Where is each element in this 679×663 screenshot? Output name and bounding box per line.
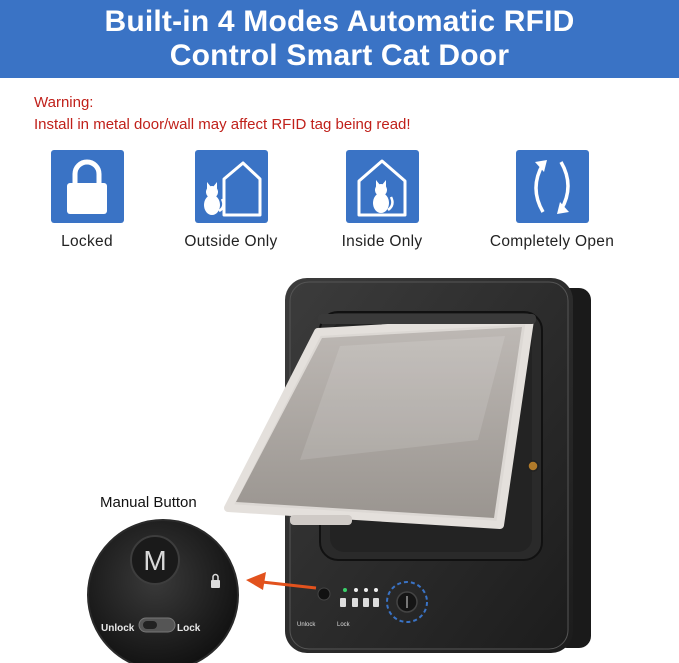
mode-outside-only: Outside Only	[156, 150, 306, 251]
lock-small-icon	[211, 573, 220, 588]
mode-inside-only: Inside Only	[307, 150, 457, 251]
cat-door-product-image: Unlock Lock M Unlock Lock	[87, 278, 591, 663]
device-unlock-label: Unlock	[297, 622, 316, 628]
door-flap	[224, 316, 534, 529]
cat-outside-house-icon	[194, 150, 268, 223]
warning-title: Warning:	[34, 94, 94, 111]
header-title-line-1: Built-in 4 Modes Automatic RFID	[104, 5, 575, 38]
mode-locked: Locked	[12, 150, 162, 251]
lock-icon	[50, 150, 124, 223]
mode-label: Completely Open	[489, 233, 615, 250]
modes-row: Locked Outside Only	[0, 150, 679, 260]
mode-label: Outside Only	[184, 233, 278, 250]
callout-arrow	[246, 572, 317, 590]
callout-unlock-label: Unlock	[101, 623, 135, 634]
callout-lock-label: Lock	[177, 623, 201, 634]
warning-text: Install in metal door/wall may affect RF…	[34, 116, 411, 133]
mode-label: Inside Only	[341, 233, 423, 250]
door-control-panel: Unlock Lock	[297, 581, 428, 628]
manual-button-letter: M	[143, 545, 166, 576]
two-way-arrows-icon	[515, 150, 589, 223]
device-lock-label: Lock	[337, 622, 351, 628]
header-banner: Built-in 4 Modes Automatic RFID Control …	[0, 0, 679, 78]
warning-block: Warning: Install in metal door/wall may …	[34, 92, 411, 136]
mode-label: Locked	[61, 233, 113, 250]
manual-button-label: Manual Button	[100, 494, 197, 511]
cat-inside-house-icon	[345, 150, 419, 223]
header-title-line-2: Control Smart Cat Door	[169, 39, 510, 72]
manual-button-zoom: M Unlock Lock	[87, 519, 239, 663]
mode-completely-open: Completely Open	[477, 150, 627, 251]
